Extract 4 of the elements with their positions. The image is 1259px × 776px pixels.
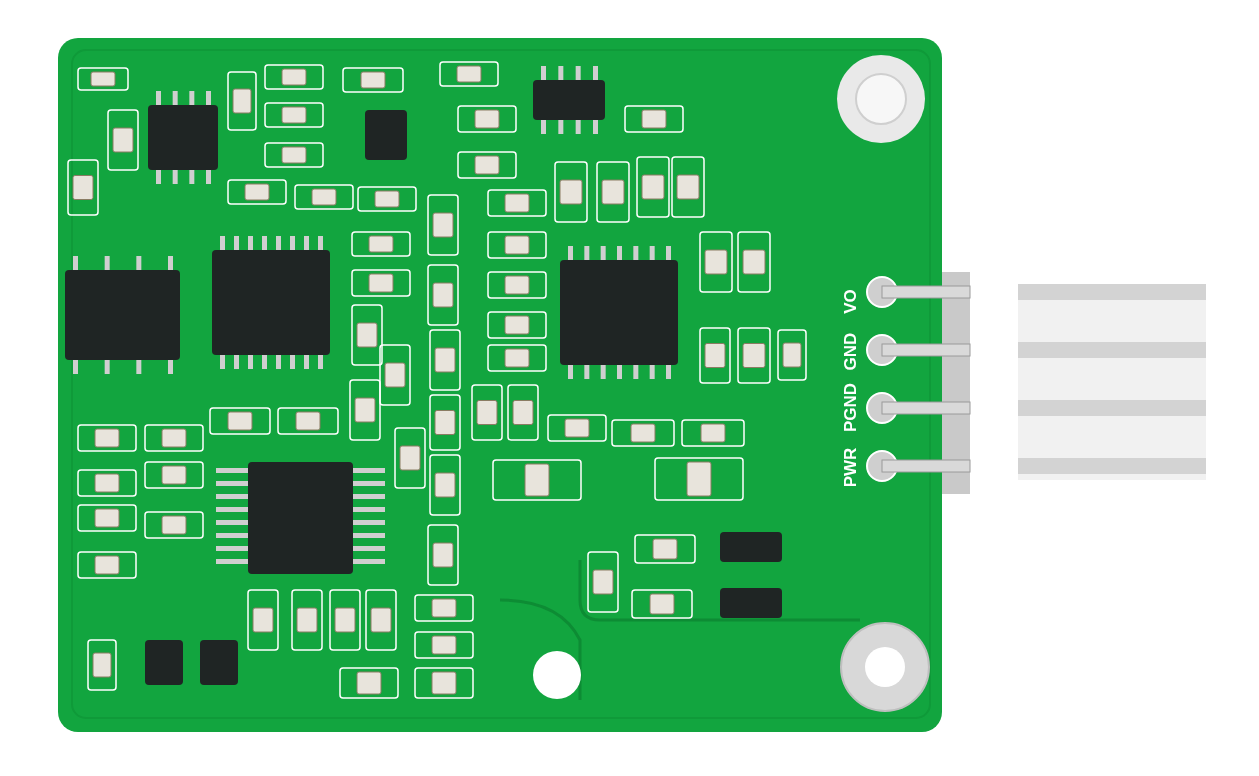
pin-label: GND [841, 331, 859, 373]
pin-label: VO [841, 288, 859, 316]
pin-label: PWR [841, 446, 859, 490]
pin-label: PGND [841, 381, 859, 435]
